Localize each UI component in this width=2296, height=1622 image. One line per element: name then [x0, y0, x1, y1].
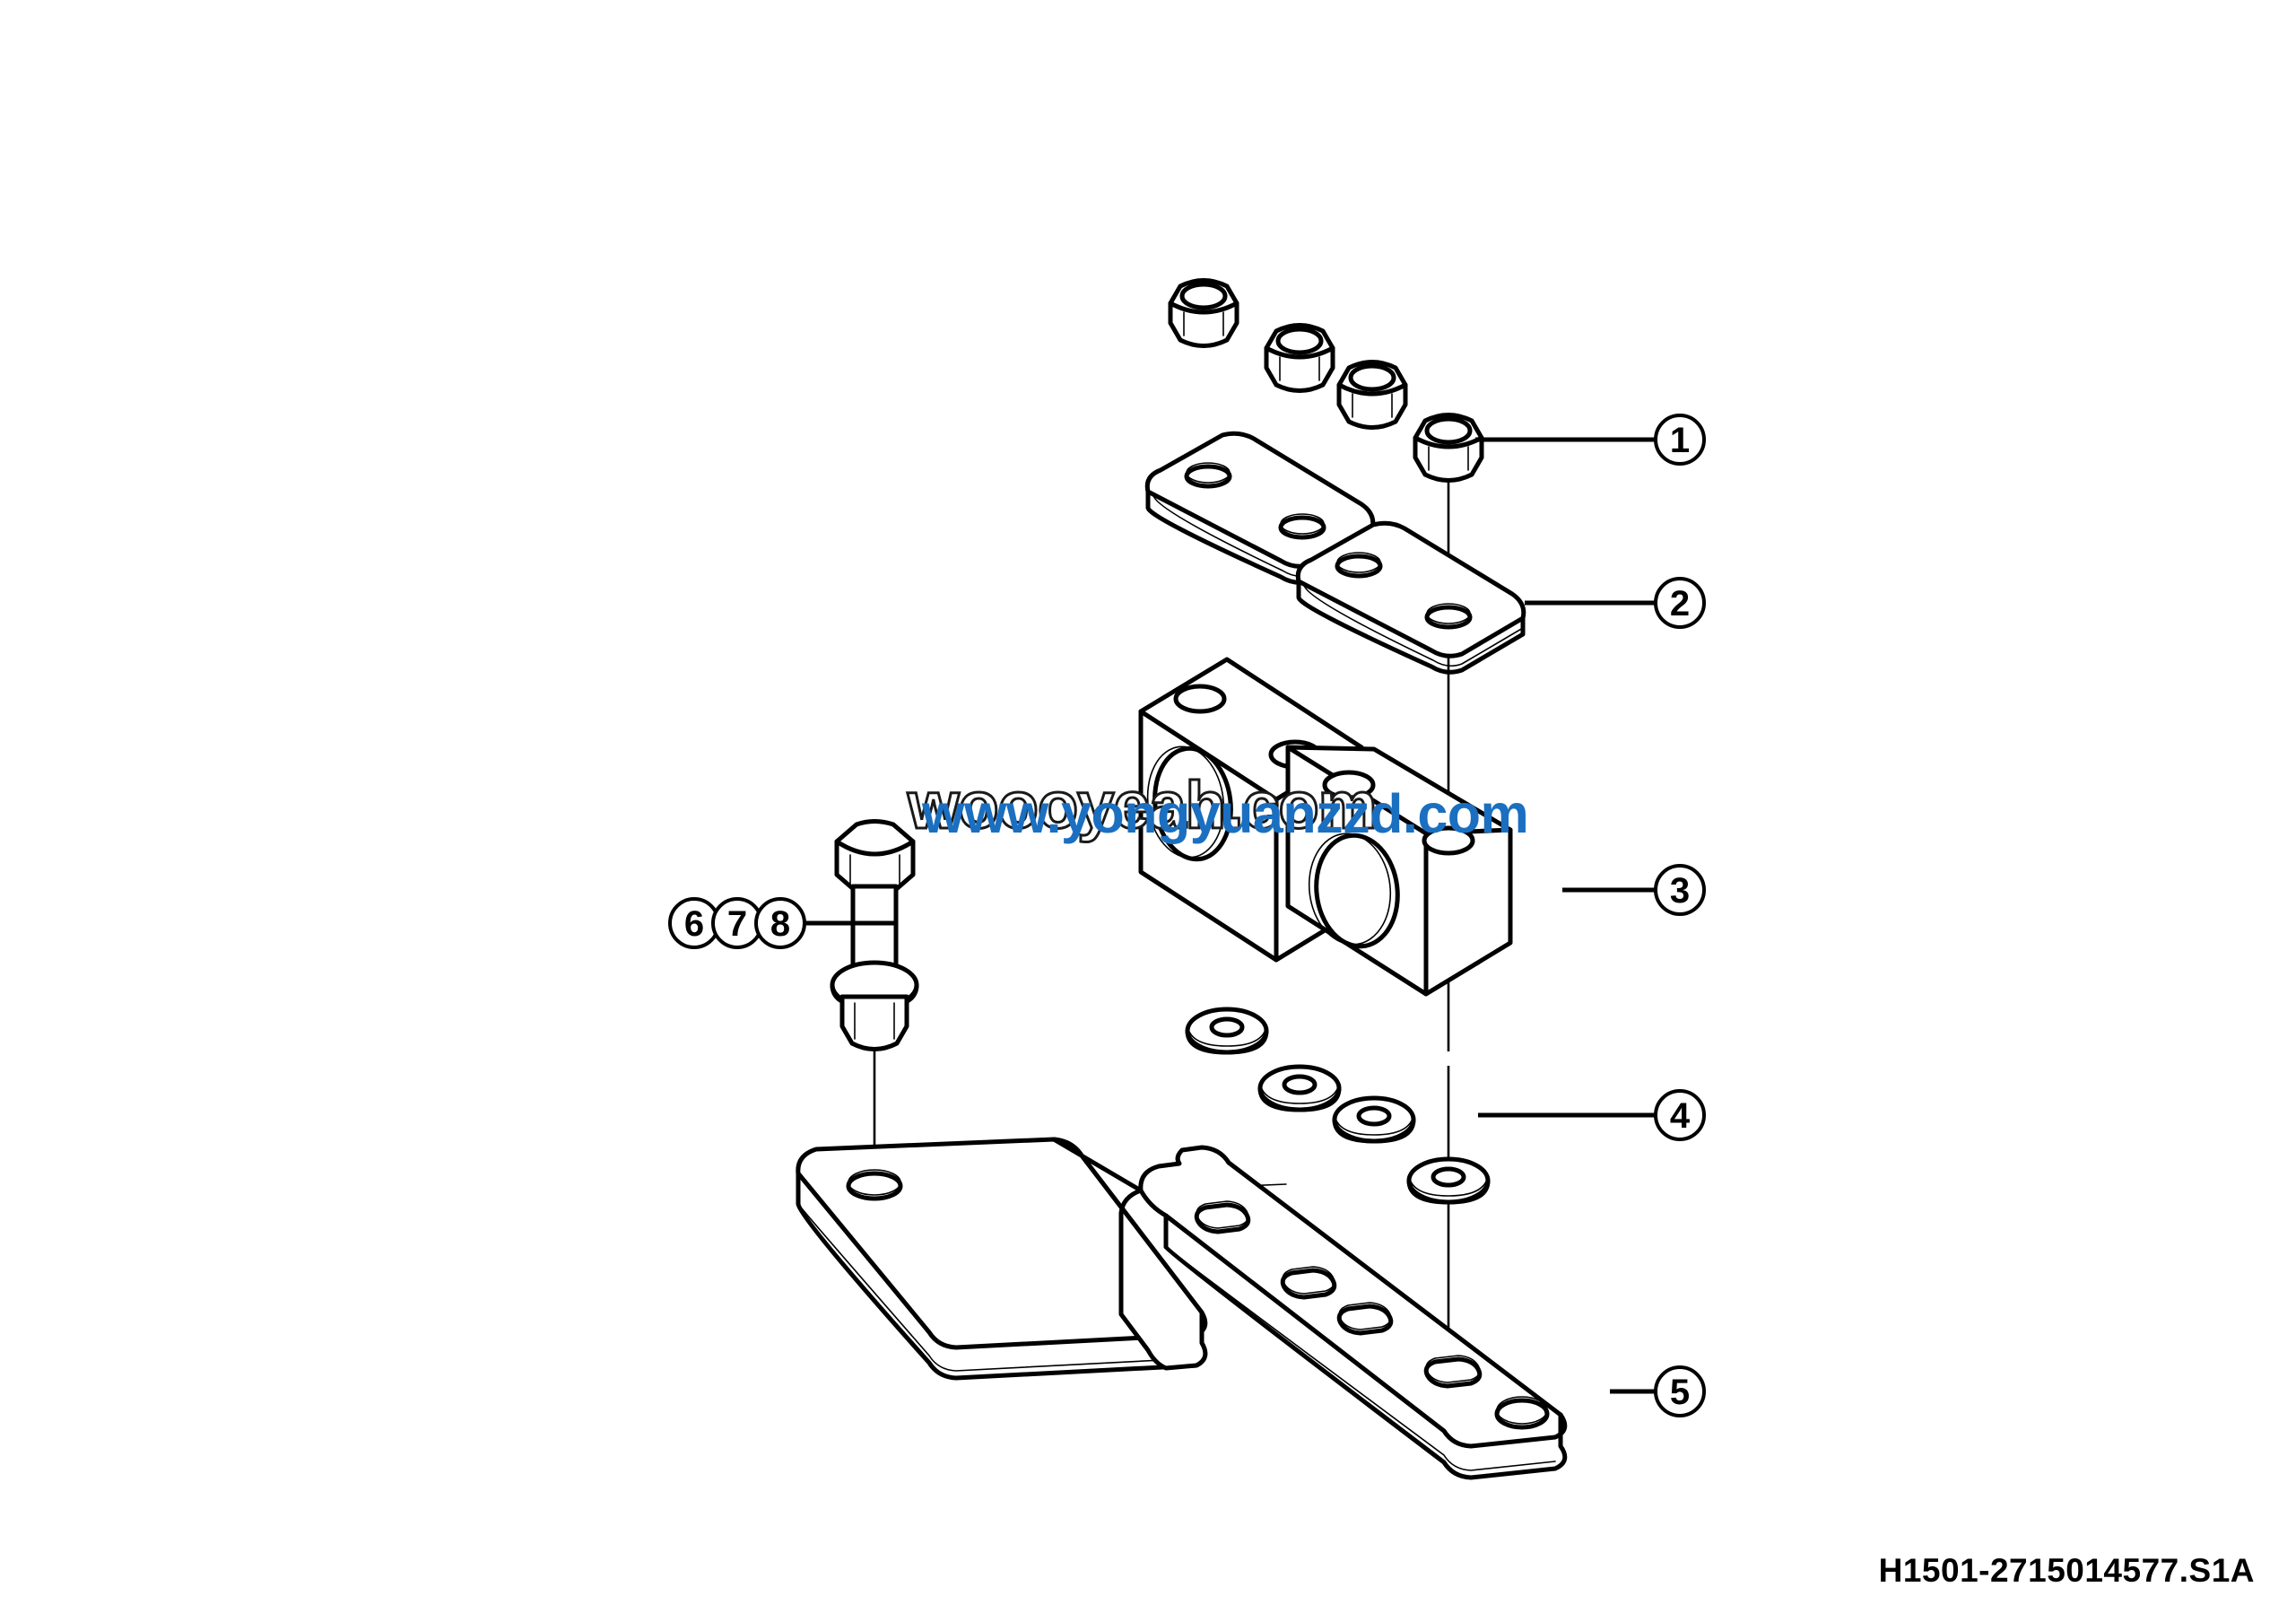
callout-1-label: 1	[1670, 421, 1690, 460]
bracket-hole-right-round-inner	[1496, 1396, 1548, 1425]
callout-4-circle	[1654, 1089, 1706, 1141]
bracket-slot-group	[1194, 1200, 1483, 1389]
hex-nut-4-bore	[1424, 416, 1473, 445]
callout-5-circle	[1654, 1365, 1706, 1417]
part-flat-washer-group	[1185, 1007, 1491, 1205]
hex-nut-1	[1168, 278, 1239, 348]
leader-line-group	[804, 437, 1656, 1394]
flat-plate-2-hole-2-inner	[1426, 603, 1471, 624]
drawing-number: H1501-2715014577.S1A	[1878, 1552, 2255, 1589]
bracket-hole-left-round	[846, 1171, 903, 1201]
flat-plate-1-hole-1-inner	[1186, 462, 1231, 484]
callout-8-circle	[754, 897, 806, 949]
callout-7-label: 7	[727, 904, 747, 944]
washer-2-bore	[1282, 1074, 1318, 1095]
callout-4-label: 4	[1670, 1096, 1691, 1136]
callout-3-label: 3	[1670, 871, 1690, 911]
washer-3-bore	[1356, 1105, 1392, 1127]
bracket-slot-3	[1336, 1304, 1394, 1336]
callout-6[interactable]: 6	[668, 897, 720, 949]
washer-3-thickness	[1332, 1117, 1416, 1144]
washer-1-thickness-inner	[1187, 1025, 1267, 1047]
bracket-slot-4-inner	[1425, 1355, 1481, 1383]
hex-nut-2	[1264, 323, 1335, 393]
bracket-hole-left-round-inner	[848, 1169, 901, 1196]
flat-washer-3	[1332, 1095, 1416, 1144]
clamp-block-front-hole-2	[1422, 825, 1475, 856]
hex-nut-3-top-edge	[1336, 382, 1408, 397]
hex-nut-3	[1336, 360, 1408, 430]
bracket-right-front-inner	[1165, 1246, 1556, 1471]
part-flat-plate-group	[1144, 431, 1526, 675]
bracket-slot-2	[1280, 1268, 1337, 1300]
flat-plate-1-hole-2-inner	[1280, 513, 1325, 535]
washer-2-thickness	[1257, 1086, 1342, 1112]
callout-6-label: 6	[684, 904, 704, 944]
bracket-hole-right-round	[1494, 1398, 1550, 1430]
bracket-slot-1-inner	[1196, 1200, 1249, 1229]
callout-7[interactable]: 7	[711, 897, 763, 949]
hex-nut-2-top-edge	[1264, 345, 1335, 360]
flat-washer-4	[1406, 1156, 1491, 1205]
callout-1[interactable]: 1	[1654, 414, 1706, 466]
callout-2[interactable]: 2	[1654, 577, 1706, 629]
hex-nut-4	[1413, 413, 1484, 483]
flat-washer-2	[1257, 1064, 1342, 1112]
washer-4-thickness	[1406, 1178, 1491, 1205]
callout-8-label: 8	[770, 904, 790, 944]
washer-1-thickness	[1185, 1028, 1269, 1055]
flat-washer-1	[1185, 1007, 1269, 1055]
hex-nut-1-top-edge	[1168, 301, 1239, 315]
callout-2-label: 2	[1670, 584, 1690, 624]
part-hex-nut-group	[1168, 278, 1484, 483]
hex-nut-1-bore	[1179, 282, 1228, 310]
washer-4-bore	[1431, 1166, 1466, 1188]
washer-1-bore	[1209, 1016, 1245, 1038]
part-bolt-assembly	[830, 819, 919, 1051]
clamp-block-rear-hole-1	[1173, 684, 1227, 714]
hex-nut-3-bore	[1348, 363, 1396, 392]
hex-nut-2-bore	[1275, 327, 1324, 355]
bracket-right-top-face	[1138, 1145, 1568, 1449]
callout-3[interactable]: 3	[1654, 864, 1706, 916]
clamp-block-front-bore	[1314, 833, 1400, 949]
part-offset-bracket	[796, 1137, 1568, 1480]
callout-8[interactable]: 8	[754, 897, 806, 949]
bolt-head-top-edge	[834, 839, 916, 857]
callout-4[interactable]: 4	[1654, 1089, 1706, 1141]
washer-4-thickness-inner	[1408, 1175, 1489, 1197]
flat-plate-2-hole-1-inner	[1336, 552, 1381, 573]
flat-plate-2	[1295, 520, 1526, 675]
callout-5[interactable]: 5	[1654, 1365, 1706, 1417]
bracket-left-front-inner	[797, 1203, 1197, 1372]
bracket-right-front-face	[1163, 1213, 1568, 1480]
part-clamp-block-group	[1138, 657, 1513, 997]
bolt-nut-body	[839, 994, 909, 1051]
clamp-block-rear-bore	[1152, 746, 1233, 862]
flat-plate-2-side	[1296, 579, 1526, 675]
callout-5-label: 5	[1670, 1373, 1690, 1412]
washer-2-thickness-inner	[1259, 1083, 1340, 1104]
bolt-nut	[839, 994, 909, 1051]
bracket-slot-2-inner	[1282, 1266, 1335, 1295]
washer-3-thickness-inner	[1334, 1114, 1414, 1136]
bracket-slot-4	[1423, 1356, 1483, 1389]
clamp-block-front	[1285, 745, 1513, 997]
clamp-block-front-bore-inner	[1308, 833, 1392, 946]
clamp-block-front-hole-1	[1322, 770, 1376, 800]
bolt-head	[834, 819, 916, 897]
bracket-slot-1	[1194, 1202, 1251, 1234]
callout-2-circle	[1654, 577, 1706, 629]
clamp-block-rear-bore-inner	[1146, 746, 1225, 859]
callout-group: 1 2 3 4 5 6 7	[668, 414, 1706, 1417]
callout-1-circle	[1654, 414, 1706, 466]
callout-3-circle	[1654, 864, 1706, 916]
bracket-slot-3-inner	[1338, 1302, 1392, 1330]
flat-plate-2-side-inner	[1303, 584, 1524, 667]
